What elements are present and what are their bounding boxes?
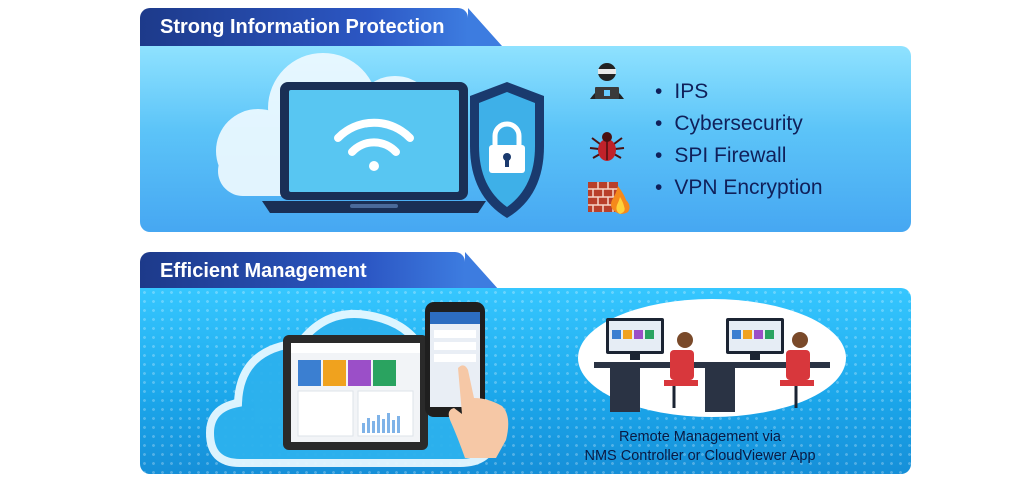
operator-scene — [578, 299, 846, 417]
tablet-icon — [283, 335, 428, 450]
protection-illustration — [216, 53, 544, 218]
phone-icon — [425, 302, 485, 417]
section-title-protection: Strong Information Protection — [140, 8, 502, 46]
feature-vpn-encryption: VPN Encryption — [655, 172, 822, 204]
management-panel: Remote Management via NMS Controller or … — [140, 288, 911, 474]
operator-icon — [664, 332, 814, 408]
management-illustration — [205, 299, 846, 467]
management-caption-line2: NMS Controller or CloudViewer App — [584, 448, 816, 464]
bug-icon — [589, 132, 625, 161]
lock-icon — [489, 121, 525, 173]
feature-list: IPS Cybersecurity SPI Firewall VPN Encry… — [655, 76, 823, 204]
feature-cybersecurity: Cybersecurity — [655, 108, 823, 140]
management-caption-line1: Remote Management via — [619, 429, 781, 445]
hand-icon — [448, 365, 509, 458]
laptop-icon — [262, 82, 486, 213]
firewall-icon — [588, 182, 630, 214]
protection-panel: IPS Cybersecurity SPI Firewall VPN Encry… — [140, 46, 911, 232]
feature-spi-firewall: SPI Firewall — [655, 140, 823, 172]
wifi-icon — [334, 118, 414, 171]
section-title-management: Efficient Management — [140, 252, 499, 290]
hacker-icon — [590, 63, 624, 99]
feature-ips: IPS — [655, 76, 823, 108]
